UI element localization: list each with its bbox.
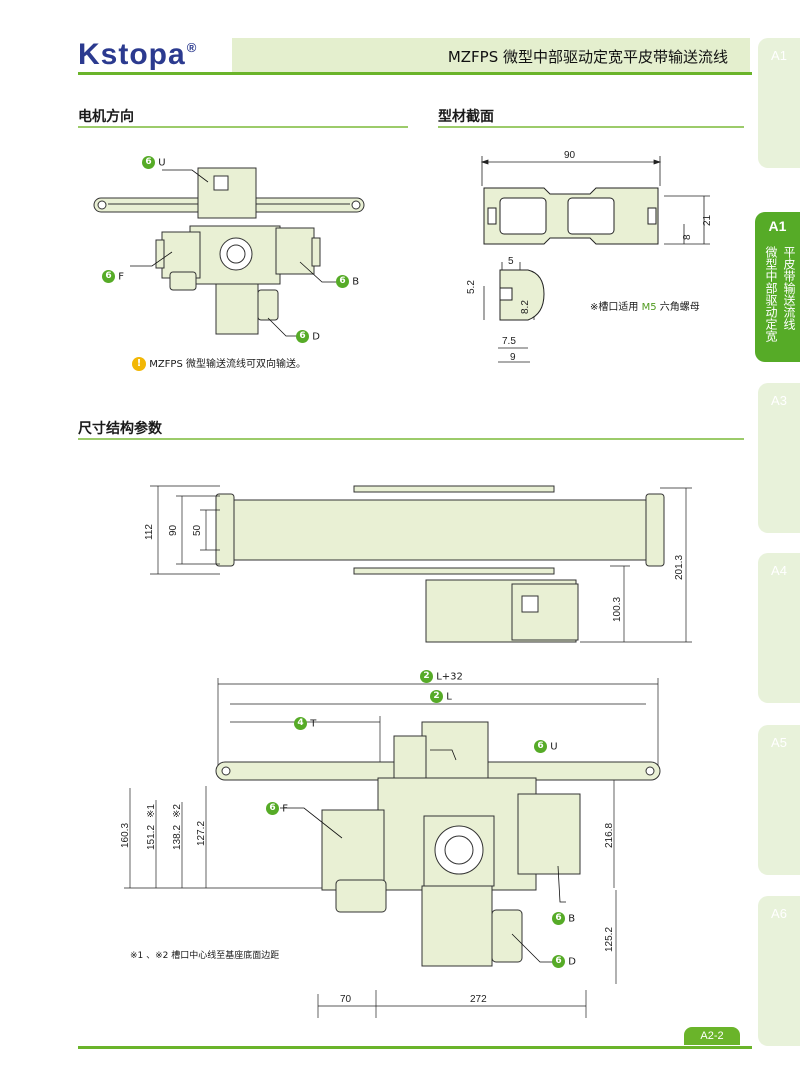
tab-a5[interactable]: A5 bbox=[758, 725, 800, 875]
motor-label-b: 6 B bbox=[336, 275, 359, 288]
dim-201-3: 201.3 bbox=[674, 555, 685, 580]
tab-a6-label: A6 bbox=[771, 906, 787, 921]
num-badge-6: 6 bbox=[552, 955, 565, 968]
dim-label-t: 4 T bbox=[294, 717, 316, 730]
heading-dimensions: 尺寸结构参数 bbox=[78, 421, 162, 437]
dim-70: 70 bbox=[340, 994, 352, 1005]
heading-dims-underline bbox=[78, 438, 744, 440]
num-badge-4: 4 bbox=[294, 717, 307, 730]
header-divider bbox=[78, 72, 752, 75]
label-u-front: U bbox=[550, 741, 558, 753]
brand-name: Kstopa bbox=[78, 38, 186, 71]
page-title: MZFPS 微型中部驱动定宽平皮带输送流线 bbox=[447, 48, 728, 66]
label-l32: L+32 bbox=[436, 671, 463, 683]
front-label-u: 6 U bbox=[534, 740, 558, 753]
tab-a3-label: A3 bbox=[771, 393, 787, 408]
dim-50: 50 bbox=[192, 524, 203, 536]
dim-100-3: 100.3 bbox=[612, 597, 623, 622]
tab-active-text-2: 微型中部驱动定宽 bbox=[764, 246, 778, 342]
top-view-drawing: 112 90 50 201.3 100.3 bbox=[144, 485, 692, 643]
page-number: A2-2 bbox=[684, 1027, 740, 1045]
front-label-f: 6 F bbox=[266, 802, 288, 815]
profile-note-pre: ※槽口适用 bbox=[590, 302, 642, 313]
num-badge-2: 2 bbox=[430, 690, 443, 703]
motor-direction-drawing bbox=[93, 167, 365, 337]
motor-label-f: 6 F bbox=[102, 270, 124, 283]
dim-216-8: 216.8 bbox=[604, 823, 615, 848]
dim-127-2: 127.2 bbox=[196, 821, 207, 846]
label-f: F bbox=[118, 271, 124, 283]
brand-logo: Kstopa® bbox=[78, 38, 197, 72]
front-view-drawing: 160.3 151.2 ※1 138.2 ※2 127.2 216.8 125.… bbox=[120, 678, 661, 1018]
label-b: B bbox=[352, 276, 360, 288]
motor-label-u: 6 U bbox=[142, 156, 166, 169]
heading-motor-underline bbox=[78, 126, 408, 128]
tab-a1-top-label: A1 bbox=[771, 48, 787, 63]
motor-label-d: 6 D bbox=[296, 330, 320, 343]
info-icon: ! bbox=[132, 357, 146, 371]
dim-112: 112 bbox=[144, 524, 155, 540]
label-d-front: D bbox=[568, 956, 576, 968]
label-t: T bbox=[310, 718, 317, 730]
dim-160-3: 160.3 bbox=[120, 823, 131, 848]
dim-8-2: 8.2 bbox=[520, 300, 531, 314]
num-badge-6: 6 bbox=[534, 740, 547, 753]
tab-active-text-1: 平皮带输送流线 bbox=[782, 246, 796, 330]
dim-272: 272 bbox=[470, 994, 487, 1005]
label-f-front: F bbox=[282, 803, 288, 815]
tab-a5-label: A5 bbox=[771, 735, 787, 750]
tab-a4-label: A4 bbox=[771, 563, 787, 578]
tab-a6[interactable]: A6 bbox=[758, 896, 800, 1046]
dim-21: 21 bbox=[702, 214, 713, 226]
profile-section-drawing: 90 21 8 5 5.2 8.2 7.5 9 bbox=[466, 150, 713, 363]
dim-5-2: 5.2 bbox=[466, 280, 477, 294]
heading-profile-section: 型材截面 bbox=[438, 109, 494, 125]
profile-note-post: 六角螺母 bbox=[656, 302, 700, 313]
heading-profile-underline bbox=[438, 126, 744, 128]
footer-divider bbox=[78, 1046, 752, 1049]
dim-90: 90 bbox=[564, 150, 576, 161]
sup-1: ※1 bbox=[146, 804, 157, 818]
label-b-front: B bbox=[568, 913, 576, 925]
sup-2: ※2 bbox=[172, 804, 183, 818]
profile-note: ※槽口适用 M5 六角螺母 bbox=[590, 298, 700, 313]
num-badge: 6 bbox=[296, 330, 309, 343]
dim-125-2: 125.2 bbox=[604, 927, 615, 952]
label-l: L bbox=[446, 691, 452, 703]
num-badge-6: 6 bbox=[552, 912, 565, 925]
dim-label-l-plus-32: 2 L+32 bbox=[420, 670, 463, 683]
num-badge: 6 bbox=[336, 275, 349, 288]
motor-note-text: MZFPS 微型输送流线可双向输送。 bbox=[149, 359, 306, 370]
tab-a1-active[interactable]: A1 平皮带输送流线 微型中部驱动定宽 bbox=[755, 212, 800, 362]
num-badge-2: 2 bbox=[420, 670, 433, 683]
num-badge: 6 bbox=[142, 156, 155, 169]
profile-note-m5: M5 bbox=[641, 302, 657, 313]
tab-a1-top[interactable]: A1 bbox=[758, 38, 800, 168]
tab-a4[interactable]: A4 bbox=[758, 553, 800, 703]
label-u: U bbox=[158, 157, 166, 169]
tab-active-code: A1 bbox=[768, 218, 787, 234]
num-badge-6: 6 bbox=[266, 802, 279, 815]
label-d: D bbox=[312, 331, 320, 343]
front-label-d: 6 D bbox=[552, 955, 576, 968]
dim-label-l: 2 L bbox=[430, 690, 452, 703]
tab-a3[interactable]: A3 bbox=[758, 383, 800, 533]
heading-motor-direction: 电机方向 bbox=[78, 109, 134, 125]
dim-138-2: 138.2 bbox=[172, 825, 183, 850]
registered-mark: ® bbox=[186, 40, 198, 55]
front-label-b: 6 B bbox=[552, 912, 575, 925]
dim-5: 5 bbox=[508, 256, 514, 267]
dim-7-5: 7.5 bbox=[502, 336, 516, 347]
dim-151-2: 151.2 bbox=[146, 825, 157, 850]
dim-90-top: 90 bbox=[168, 524, 179, 536]
num-badge: 6 bbox=[102, 270, 115, 283]
dim-8: 8 bbox=[682, 234, 693, 240]
footnote: ※1 、※2 槽口中心线至基座底面边距 bbox=[130, 951, 280, 961]
title-bar bbox=[232, 38, 750, 74]
motor-note: ! MZFPS 微型输送流线可双向输送。 bbox=[132, 355, 306, 371]
dim-9: 9 bbox=[510, 352, 516, 363]
